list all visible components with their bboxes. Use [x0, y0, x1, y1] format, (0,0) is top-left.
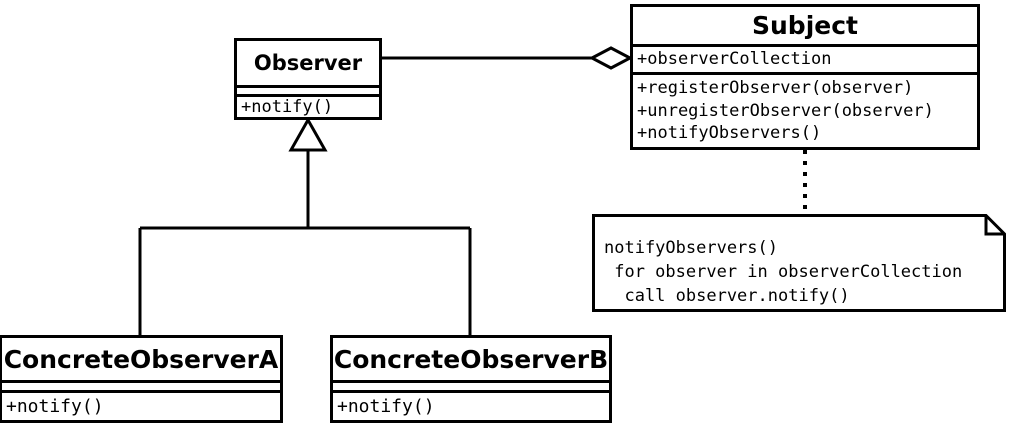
note-folded-corner-icon — [984, 215, 1005, 236]
subject-attributes-compartment: +observerCollection — [633, 44, 977, 72]
observer-class-name: Observer — [253, 51, 363, 75]
class-box-subject[interactable]: Subject +observerCollection +registerObs… — [630, 4, 980, 150]
concrete-observer-a-title-compartment: ConcreteObserverA — [2, 338, 280, 380]
concrete-observer-a-methods-compartment: +notify() — [2, 390, 280, 420]
concrete-observer-b-methods-compartment: +notify() — [333, 390, 609, 420]
note-shape — [592, 214, 1006, 312]
subject-method-0: +registerObserver(observer) — [637, 78, 914, 98]
concrete-observer-a-attributes-compartment — [2, 380, 280, 390]
observer-title-compartment: Observer — [237, 41, 379, 85]
concrete-observer-a-method-0: +notify() — [6, 395, 104, 417]
hollow-diamond-icon — [588, 46, 634, 70]
note-line-1: for observer in observerCollection — [604, 262, 963, 282]
subject-title-compartment: Subject — [633, 7, 977, 44]
observer-methods-compartment: +notify() — [237, 94, 379, 117]
class-box-observer[interactable]: Observer +notify() — [234, 38, 382, 120]
concrete-observer-a-class-name: ConcreteObserverA — [3, 344, 279, 374]
aggregation-connector-observer-subject — [382, 46, 634, 70]
subject-attribute-0: +observerCollection — [637, 49, 832, 70]
class-box-concrete-observer-b[interactable]: ConcreteObserverB +notify() — [330, 335, 612, 423]
note-line-2: call observer.notify() — [604, 286, 850, 306]
subject-methods-compartment: +registerObserver(observer) +unregisterO… — [633, 72, 977, 147]
concrete-observer-b-title-compartment: ConcreteObserverB — [333, 338, 609, 380]
subject-class-name: Subject — [752, 11, 858, 40]
concrete-observer-b-class-name: ConcreteObserverB — [333, 344, 609, 374]
observer-attributes-compartment — [237, 85, 379, 94]
note-outline — [592, 214, 1006, 312]
subject-method-1: +unregisterObserver(observer) — [637, 100, 934, 121]
generalization-connector-tree — [138, 116, 472, 337]
note-line-0: notifyObservers() — [604, 238, 778, 258]
note-notify-observers-pseudocode[interactable]: notifyObservers() for observer in observ… — [592, 214, 1006, 312]
hollow-triangle-icon — [288, 116, 328, 152]
observer-method-0: +notify() — [241, 96, 334, 117]
class-box-concrete-observer-a[interactable]: ConcreteObserverA +notify() — [0, 335, 283, 423]
subject-method-2: +notifyObservers() — [637, 123, 822, 144]
concrete-observer-b-attributes-compartment — [333, 380, 609, 390]
concrete-observer-b-method-0: +notify() — [337, 395, 435, 417]
